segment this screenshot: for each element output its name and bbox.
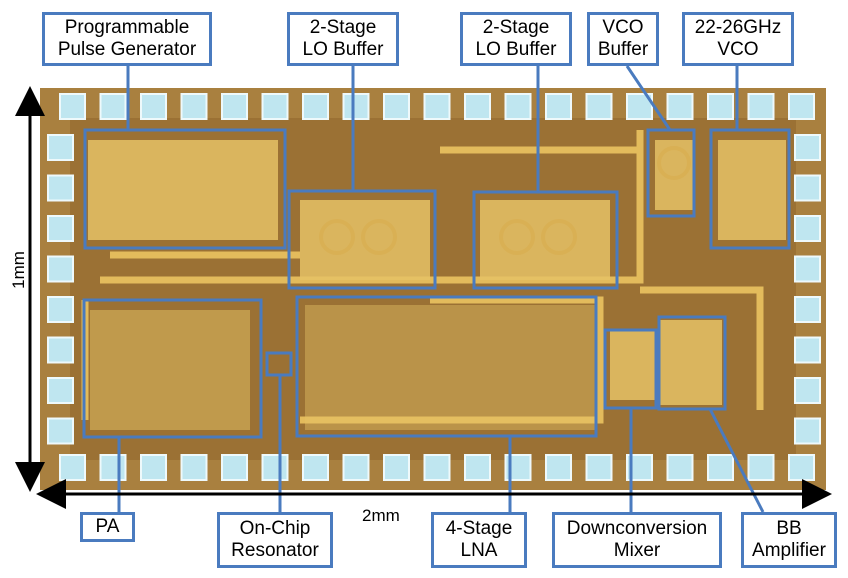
lo-buffer-2-region	[472, 190, 619, 290]
label-vco: 22-26GHz VCO	[682, 12, 794, 66]
label-line: LO Buffer	[302, 39, 384, 60]
label-line: VCO	[717, 39, 759, 60]
bond-pad	[47, 215, 74, 242]
bond-pad	[342, 454, 370, 481]
bond-pad	[423, 454, 451, 481]
lna-region	[295, 295, 598, 438]
bond-pad	[666, 454, 694, 481]
bond-pad	[261, 454, 289, 481]
bond-pads	[47, 93, 821, 481]
bb-amp-region	[657, 315, 727, 411]
bond-pad	[383, 454, 410, 481]
label-line: VCO	[602, 17, 644, 38]
bond-pad	[747, 454, 775, 481]
bond-pad	[794, 215, 821, 242]
label-line: LO Buffer	[475, 39, 557, 60]
bond-pad	[794, 296, 821, 323]
bond-pad	[383, 93, 410, 120]
bond-pad	[47, 377, 74, 404]
bond-pad	[140, 454, 167, 481]
bond-pad	[794, 336, 821, 364]
label-line: Resonator	[231, 540, 319, 561]
bond-pad	[788, 93, 815, 120]
bond-pad	[464, 454, 491, 481]
label-bb-amplifier: BB Amplifier	[741, 512, 837, 568]
bond-pad	[180, 93, 208, 120]
bond-pad	[47, 417, 74, 445]
bond-pad	[59, 454, 86, 481]
label-line: On-Chip	[239, 518, 311, 539]
bond-pad	[140, 93, 167, 120]
label-line: 2-Stage	[482, 17, 550, 38]
bond-pad	[464, 93, 491, 120]
label-line: Buffer	[597, 39, 649, 60]
label-line: BB	[776, 518, 802, 539]
bond-pad	[794, 377, 821, 404]
bond-pad	[302, 93, 329, 120]
bond-pad	[585, 93, 613, 120]
bond-pad	[180, 454, 208, 481]
bond-pad	[342, 93, 370, 120]
vco-region	[709, 128, 791, 250]
bond-pad	[261, 93, 289, 120]
label-line: 4-Stage	[445, 518, 513, 539]
metal-fills	[88, 140, 786, 430]
label-lo-buffer-2: 2-Stage LO Buffer	[460, 12, 572, 66]
bond-pad	[707, 454, 734, 481]
label-line: Programmable	[64, 17, 190, 38]
label-line: Pulse Generator	[57, 39, 197, 60]
bond-pad	[47, 336, 74, 364]
label-lo-buffer-1: 2-Stage LO Buffer	[287, 12, 399, 66]
bond-pad	[794, 134, 821, 161]
label-pa: PA	[80, 512, 135, 542]
callout-boxes	[82, 128, 791, 439]
label-line: LNA	[460, 540, 498, 561]
bond-pad	[585, 454, 613, 481]
bond-pad	[221, 454, 248, 481]
bond-pad	[302, 454, 329, 481]
bond-pad	[47, 255, 74, 283]
bond-pad	[99, 93, 127, 120]
bond-pad	[504, 93, 532, 120]
pa-region	[82, 298, 263, 439]
label-resonator: On-Chip Resonator	[217, 512, 333, 568]
vco-buffer-region	[646, 128, 696, 218]
bond-pad	[794, 174, 821, 202]
bond-pad	[99, 454, 127, 481]
label-line: PA	[95, 516, 120, 537]
label-lna: 4-Stage LNA	[431, 512, 527, 568]
bond-pad	[545, 454, 572, 481]
bond-pad	[221, 93, 248, 120]
label-line: Downconversion	[566, 518, 708, 539]
bond-pad	[794, 255, 821, 283]
label-line: 2-Stage	[309, 17, 377, 38]
label-line: 22-26GHz	[694, 17, 782, 38]
width-dimension-label: 2mm	[362, 506, 400, 525]
height-dimension-label: 1mm	[9, 251, 28, 289]
bond-pad	[666, 93, 694, 120]
label-pulse-generator: Programmable Pulse Generator	[42, 12, 212, 66]
pulse-gen-region	[83, 128, 287, 250]
inductor-coils	[319, 146, 691, 255]
bond-pad	[707, 93, 734, 120]
bond-pad	[747, 93, 775, 120]
bond-pad	[47, 174, 74, 202]
bond-pad	[47, 296, 74, 323]
bond-pad	[423, 93, 451, 120]
label-line: Amplifier	[752, 540, 826, 561]
bond-pad	[47, 134, 74, 161]
bond-pad	[545, 93, 572, 120]
lo-buffer-1-region	[287, 189, 437, 290]
label-line: Mixer	[613, 540, 661, 561]
label-mixer: Downconversion Mixer	[552, 512, 722, 568]
bond-pad	[59, 93, 86, 120]
bond-pad	[794, 417, 821, 445]
label-vco-buffer: VCO Buffer	[587, 12, 659, 66]
bond-pad	[788, 454, 815, 481]
